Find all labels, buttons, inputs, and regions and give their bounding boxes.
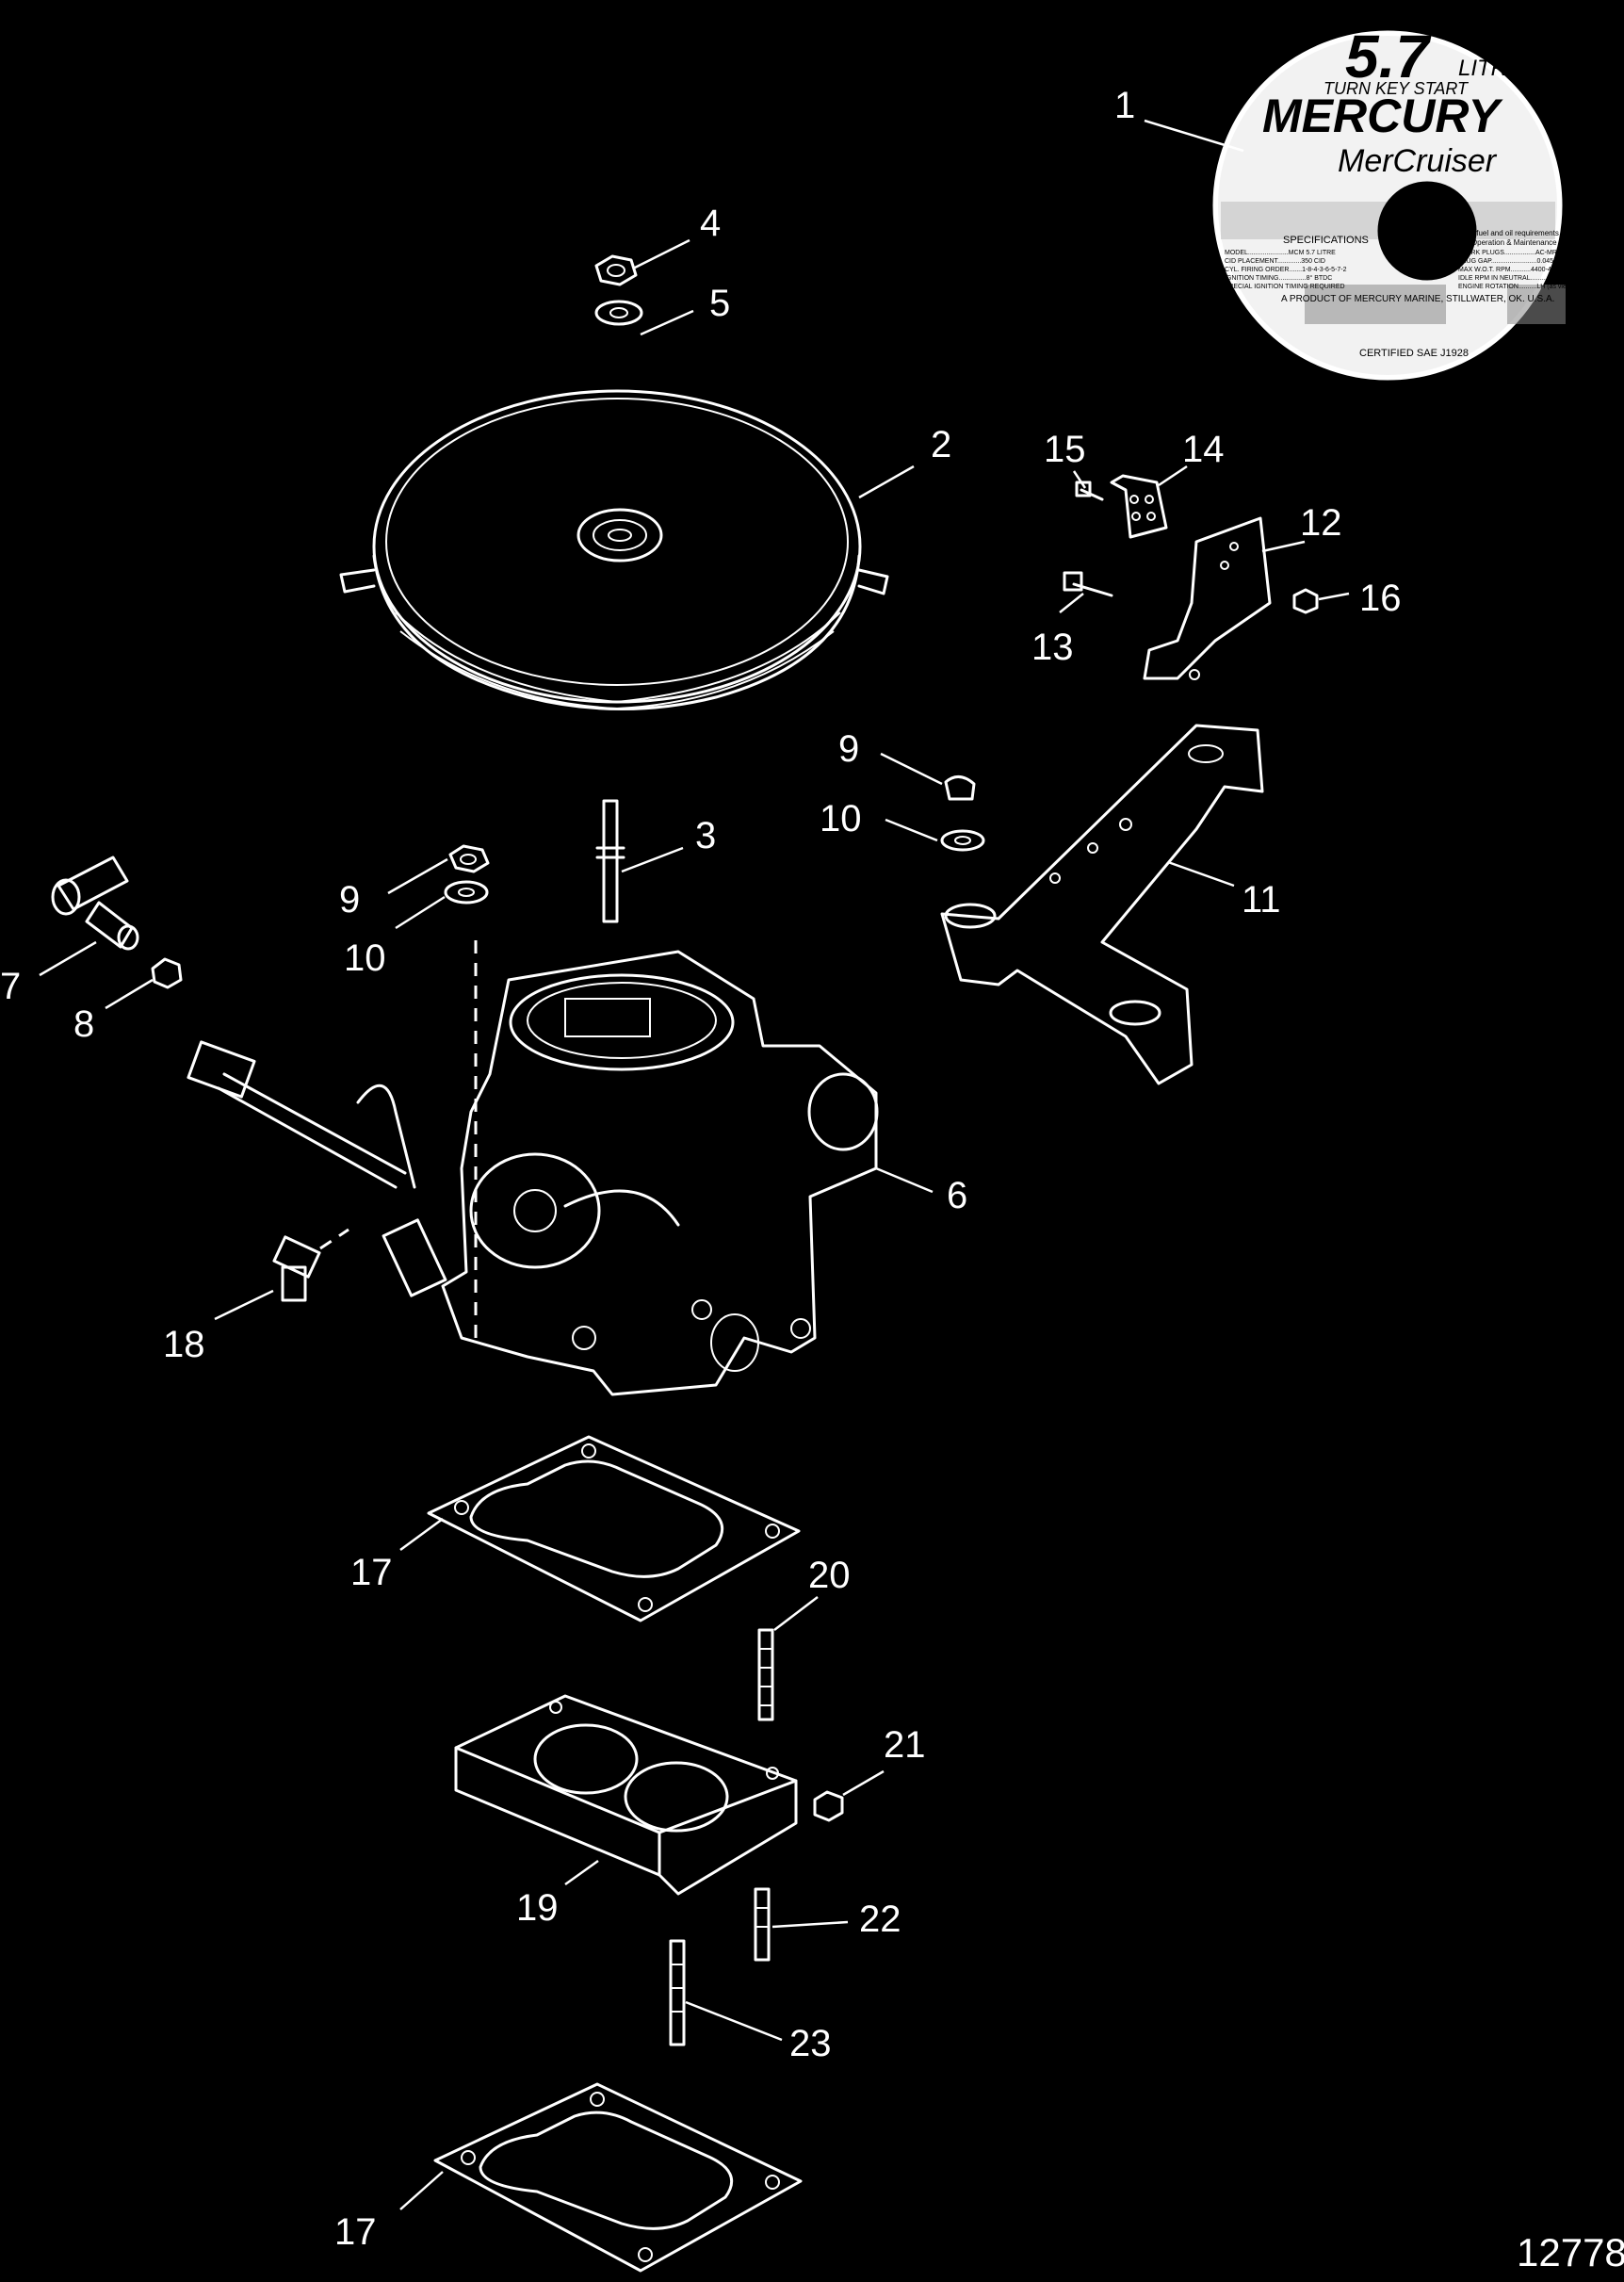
decal-spec-left: MODEL......................MCM 5.7 LITRE… [1225, 250, 1347, 290]
decal-spec-right-line: SPARK PLUGS.................AC-MR43LTS [1458, 250, 1576, 256]
callouts: 1 2 3 4 5 6 7 8 9 10 9 10 11 12 13 14 15… [0, 85, 1402, 2253]
decal-spec-heading: SPECIFICATIONS [1283, 235, 1369, 246]
elbow-fitting [51, 856, 139, 951]
decal-brand: MERCURY [1262, 90, 1504, 142]
callout-10-right: 10 [820, 798, 862, 839]
stud-long [757, 1628, 774, 1721]
spacer-block [454, 1694, 798, 1896]
spacer-nut [813, 1790, 844, 1822]
callout-15: 15 [1044, 429, 1086, 470]
callout-6: 6 [947, 1175, 967, 1216]
stud-lower [669, 1939, 686, 2046]
callout-11: 11 [1242, 879, 1281, 921]
callout-2: 2 [931, 424, 951, 465]
callout-16: 16 [1359, 578, 1402, 619]
nut-right [944, 775, 976, 801]
callout-9-right: 9 [838, 728, 859, 770]
bracket-nut [1292, 588, 1319, 614]
decal-spec-left-line: CYL. FIRING ORDER.......1-8-4-3-6-5-7-2 [1225, 267, 1347, 273]
drawing-number: 12778 [1517, 2230, 1624, 2274]
callout-14: 14 [1182, 429, 1225, 470]
callout-17-upper: 17 [350, 1552, 393, 1593]
bracket-plate [1110, 474, 1168, 539]
carburetor [187, 950, 879, 1396]
decal-spec-left-line: MODEL......................MCM 5.7 LITRE [1225, 250, 1336, 256]
top-washer [594, 300, 643, 326]
decal-fuel-note-2: to Operation & Maintenance Manual [1463, 238, 1583, 247]
callout-23: 23 [789, 2023, 832, 2064]
callout-7: 7 [0, 966, 21, 1007]
decal-spec-right-line: MAX W.O.T. RPM...........4400-4800 [1458, 267, 1563, 273]
decal-disc: 5.7 LITRE TURN KEY START MERCURY MerCrui… [1212, 23, 1583, 381]
decal-spec-left-line: IGNITION TIMING...............8° BTDC [1225, 274, 1332, 282]
decal-spec-right: SPARK PLUGS.................AC-MR43LTS P… [1458, 250, 1581, 290]
decal-spec-right-line: IDLE RPM IN NEUTRAL...............600 [1458, 275, 1569, 282]
callout-8: 8 [73, 1003, 94, 1045]
callout-3: 3 [695, 815, 716, 856]
decal-tagline: TURN KEY START [1324, 79, 1470, 98]
callout-22: 22 [859, 1899, 901, 1940]
gasket-lower [433, 2082, 803, 2273]
callout-18: 18 [163, 1324, 205, 1365]
callout-4: 4 [700, 203, 721, 244]
decal-fuel-note-1: For fuel and oil requirements refer [1463, 229, 1577, 237]
leader-lines [39, 119, 1350, 2210]
decal-size: 5.7 [1345, 23, 1432, 90]
decal-spec-right-line: PLUG GAP.........................0.045 [1458, 258, 1553, 265]
callout-12: 12 [1300, 502, 1342, 544]
small-screw [1075, 481, 1104, 501]
decal-spec-left-line: CID PLACEMENT.............350 CID [1225, 258, 1325, 265]
fitting-nut [151, 957, 183, 989]
air-cleaner [339, 389, 889, 710]
nut-left [448, 844, 490, 873]
bracket-bolt [1063, 571, 1113, 597]
decal-manufacturer: A PRODUCT OF MERCURY MARINE, STILLWATER,… [1281, 294, 1554, 304]
callout-19: 19 [516, 1887, 559, 1929]
callout-17-lower: 17 [334, 2211, 377, 2253]
stud [595, 799, 625, 923]
callout-10-left: 10 [344, 937, 386, 979]
throttle-bracket [940, 724, 1264, 1085]
decal-size-unit: LITRE [1458, 56, 1523, 81]
callout-20: 20 [808, 1555, 851, 1596]
stud-short [754, 1887, 771, 1962]
washer-right [940, 829, 985, 852]
wing-nut [594, 254, 638, 286]
gasket-upper [427, 1435, 801, 1622]
callout-5: 5 [709, 283, 730, 324]
decal-product: MerCruiser [1338, 143, 1498, 179]
decal-spec-left-line: SPECIAL IGNITION TIMING REQUIRED [1225, 284, 1345, 290]
callout-1: 1 [1114, 85, 1135, 126]
callout-9-left: 9 [339, 879, 360, 921]
decal-spec-right-line: ENGINE ROTATION..........LH (as viewed) [1458, 284, 1581, 290]
decal-certification: CERTIFIED SAE J1928 [1359, 348, 1469, 359]
hose-elbow [272, 1228, 349, 1302]
washer-left [444, 880, 489, 905]
callout-13: 13 [1031, 627, 1074, 668]
callout-21: 21 [884, 1724, 926, 1766]
l-bracket [1143, 516, 1272, 680]
